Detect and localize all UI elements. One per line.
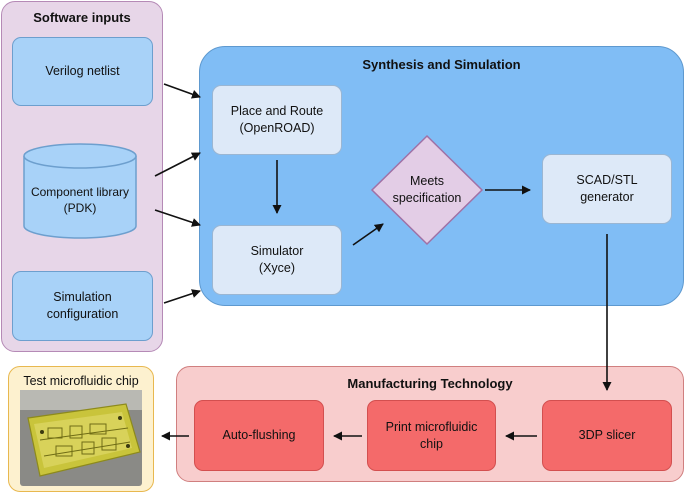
simulation-configuration-box: Simulation configuration xyxy=(12,271,153,341)
3dp-slicer-box: 3DP slicer xyxy=(542,400,672,471)
print-microfluidic-chip-box: Print microfluidic chip xyxy=(367,400,496,471)
test-chip-title: Test microfluidic chip xyxy=(23,374,139,388)
software-inputs-title: Software inputs xyxy=(33,10,131,25)
verilog-netlist-box: Verilog netlist xyxy=(12,37,153,106)
synthesis-simulation-title: Synthesis and Simulation xyxy=(362,57,521,72)
scad-stl-generator-box: SCAD/STL generator xyxy=(542,154,672,224)
meets-specification-label: Meets specification xyxy=(392,174,462,205)
auto-flushing-box: Auto-flushing xyxy=(194,400,324,471)
simulator-box: Simulator (Xyce) xyxy=(212,225,342,295)
manufacturing-technology-title: Manufacturing Technology xyxy=(347,376,513,391)
place-and-route-box: Place and Route (OpenROAD) xyxy=(212,85,342,155)
component-library-label: Component library (PDK) xyxy=(30,184,130,215)
